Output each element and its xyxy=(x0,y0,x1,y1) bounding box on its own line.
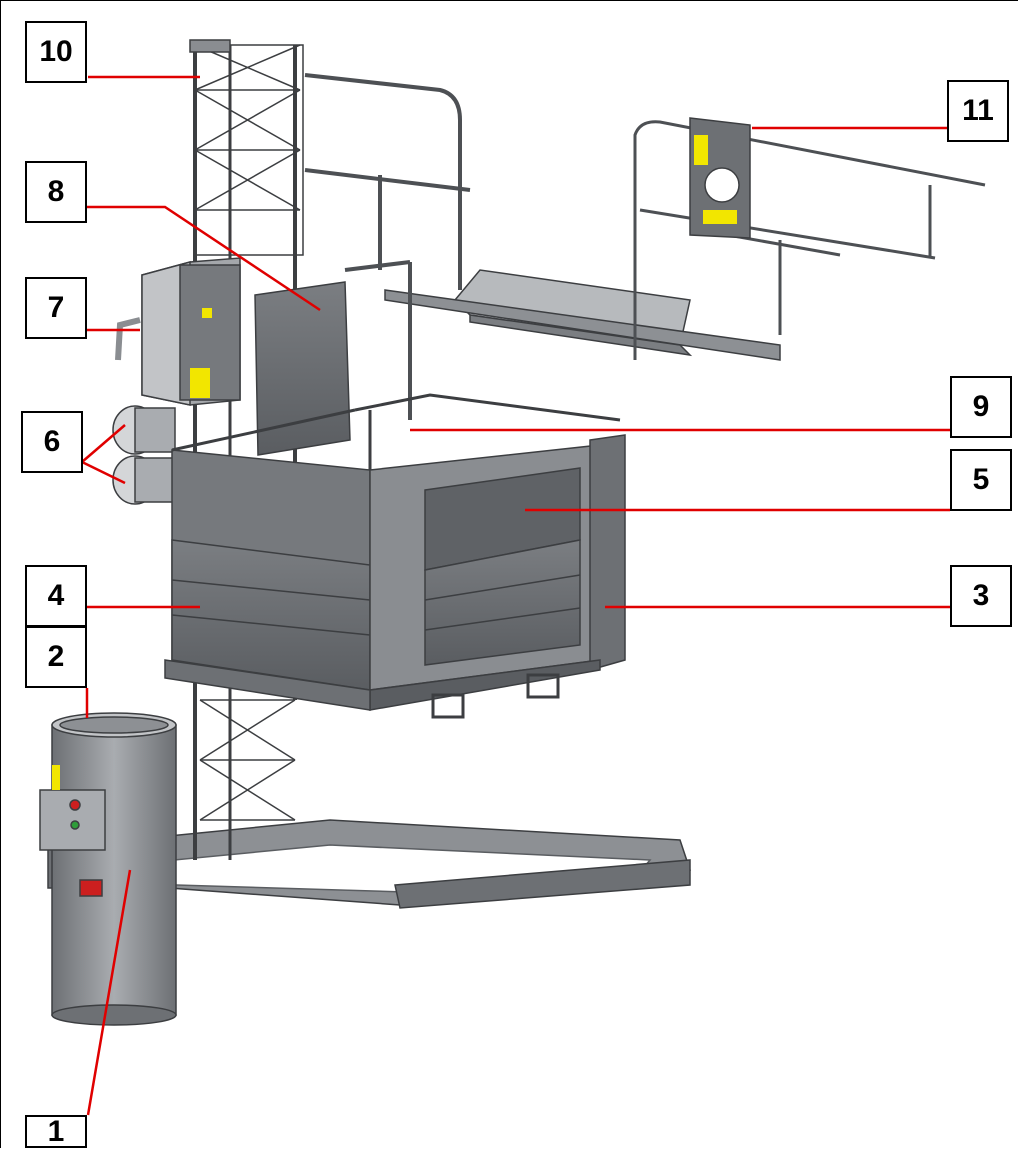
callout-9: 9 xyxy=(950,376,1012,438)
switch-box xyxy=(39,789,106,897)
control-box xyxy=(115,257,241,406)
callout-3: 3 xyxy=(950,565,1012,627)
cage-platform xyxy=(164,393,626,719)
callout-11: 11 xyxy=(947,80,1009,142)
callout-4: 4 xyxy=(25,565,87,627)
callout-1: 1 xyxy=(25,1115,87,1148)
callout-5: 5 xyxy=(950,449,1012,511)
top-handrail xyxy=(304,73,471,290)
warning-label xyxy=(52,765,60,790)
leader-line-1 xyxy=(86,869,132,1116)
callout-2: 2 xyxy=(25,626,87,688)
callout-6: 6 xyxy=(21,411,83,473)
callout-7: 7 xyxy=(25,277,87,339)
callout-10: 10 xyxy=(25,21,87,83)
warning-label xyxy=(703,210,737,224)
warning-label xyxy=(190,368,210,398)
base-frame xyxy=(46,819,692,909)
motors xyxy=(112,405,176,505)
warning-label xyxy=(202,308,212,318)
cable-drum xyxy=(51,712,177,1026)
leader-line-6b xyxy=(81,460,126,485)
warning-label xyxy=(694,135,708,165)
callout-8: 8 xyxy=(25,161,87,223)
cage-door xyxy=(254,281,351,456)
leader-line-8 xyxy=(86,205,321,312)
leader-line-6a xyxy=(81,424,126,463)
landing-gate xyxy=(633,117,986,360)
